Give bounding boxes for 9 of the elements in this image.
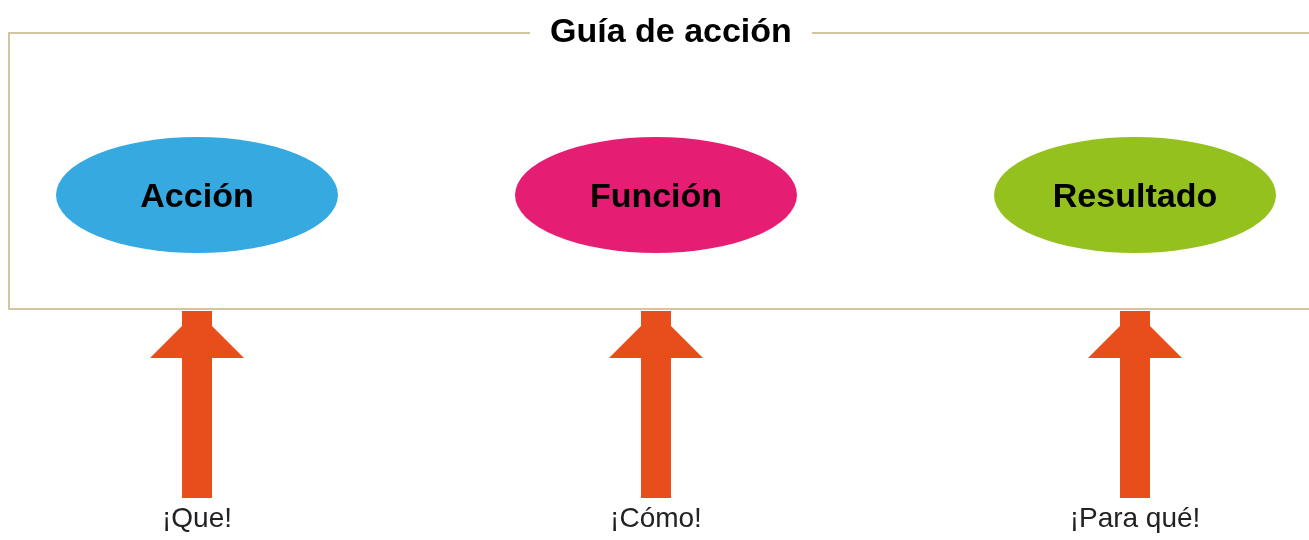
node-label: Función [589, 175, 723, 215]
node-label: Resultado [1052, 175, 1218, 215]
block-arrow [1088, 311, 1182, 498]
node-label: Acción [140, 175, 254, 215]
caption-text: ¡Cómo! [610, 498, 702, 538]
block-arrow [609, 311, 703, 498]
caption-text: ¡Para qué! [1069, 498, 1201, 538]
block-arrow [150, 311, 244, 498]
caption-text: ¡Que! [162, 498, 232, 538]
